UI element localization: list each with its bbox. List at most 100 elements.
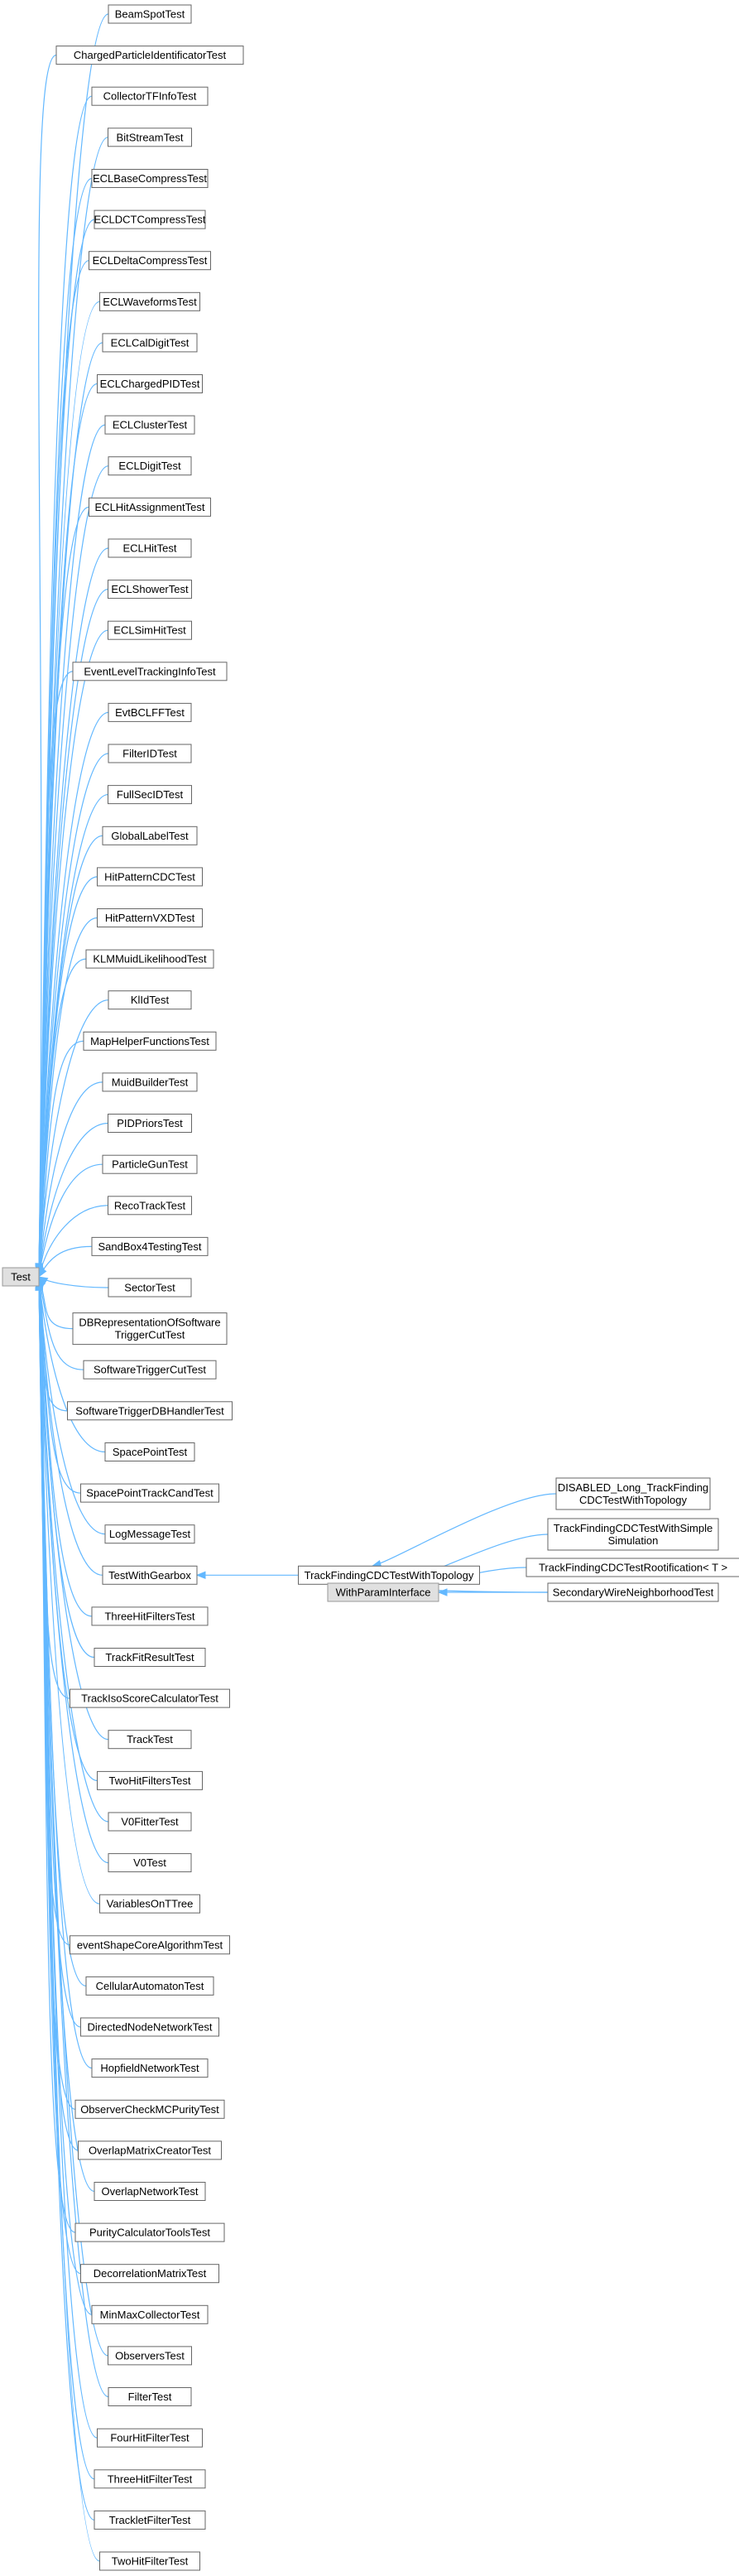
- class-node-map-helper-functions-test[interactable]: MapHelperFunctionsTest: [83, 1031, 217, 1051]
- class-node-log-message-test[interactable]: LogMessageTest: [104, 1524, 195, 1544]
- class-box[interactable]: [108, 785, 192, 805]
- class-box[interactable]: [80, 2264, 219, 2284]
- class-node-v0-fitter-test[interactable]: V0FitterTest: [108, 1812, 192, 1832]
- class-node-klmmuid-likelihood-test[interactable]: KLMMuidLikelihoodTest: [85, 949, 214, 969]
- class-box[interactable]: [85, 949, 214, 969]
- class-box[interactable]: [91, 2058, 209, 2078]
- class-box[interactable]: [99, 2551, 200, 2571]
- class-node-test-with-gearbox[interactable]: TestWithGearbox: [102, 1565, 198, 1585]
- class-box[interactable]: [72, 1312, 228, 1346]
- class-node-hopfield-network-test[interactable]: HopfieldNetworkTest: [91, 2058, 209, 2078]
- class-node-space-point-test[interactable]: SpacePointTest: [104, 1442, 195, 1461]
- class-box[interactable]: [547, 1518, 719, 1551]
- class-node-event-level-tracking-info-test[interactable]: EventLevelTrackingInfoTest: [72, 662, 228, 681]
- class-node-eclbase-compress-test[interactable]: ECLBaseCompressTest: [91, 169, 209, 188]
- class-box[interactable]: [91, 1606, 209, 1626]
- class-node-overlap-network-test[interactable]: OverlapNetworkTest: [94, 2182, 206, 2201]
- class-box[interactable]: [525, 1558, 739, 1577]
- class-node-software-trigger-cut-test[interactable]: SoftwareTriggerCutTest: [83, 1360, 217, 1379]
- class-node-software-trigger-dbhandler-test[interactable]: SoftwareTriggerDBHandlerTest: [67, 1401, 233, 1421]
- class-box[interactable]: [104, 415, 195, 435]
- class-box[interactable]: [55, 46, 244, 65]
- class-box[interactable]: [70, 1935, 230, 1955]
- class-box[interactable]: [108, 2346, 192, 2366]
- class-box[interactable]: [89, 251, 211, 271]
- class-box[interactable]: [91, 169, 209, 188]
- class-box[interactable]: [97, 908, 203, 927]
- class-box[interactable]: [91, 1236, 209, 1256]
- class-box[interactable]: [85, 1976, 214, 1996]
- class-node-hit-pattern-vxdtest[interactable]: HitPatternVXDTest: [97, 908, 203, 927]
- class-node-track-fit-result-test[interactable]: TrackFitResultTest: [94, 1648, 206, 1667]
- class-box[interactable]: [108, 538, 192, 558]
- class-box[interactable]: [104, 1524, 195, 1544]
- class-node-four-hit-filter-test[interactable]: FourHitFilterTest: [97, 2428, 203, 2448]
- class-node-ecldctcompress-test[interactable]: ECLDCTCompressTest: [94, 209, 206, 229]
- class-box[interactable]: [99, 291, 200, 311]
- class-box[interactable]: [2, 1267, 40, 1287]
- class-box[interactable]: [108, 1853, 192, 1873]
- class-node-observer-check-mcpurity-test[interactable]: ObserverCheckMCPurityTest: [74, 2099, 225, 2119]
- class-box[interactable]: [108, 580, 192, 599]
- class-node-sand-box4-testing-test[interactable]: SandBox4TestingTest: [91, 1236, 209, 1256]
- class-node-ecldigit-test[interactable]: ECLDigitTest: [108, 456, 192, 476]
- class-node-pidpriors-test[interactable]: PIDPriorsTest: [108, 1114, 192, 1133]
- class-node-event-shape-core-algorithm-test[interactable]: eventShapeCoreAlgorithmTest: [70, 1935, 230, 1955]
- class-node-ecldelta-compress-test[interactable]: ECLDeltaCompressTest: [89, 251, 211, 271]
- class-node-eclcluster-test[interactable]: ECLClusterTest: [104, 415, 195, 435]
- class-node-eclsim-hit-test[interactable]: ECLSimHitTest: [108, 620, 192, 640]
- class-node-min-max-collector-test[interactable]: MinMaxCollectorTest: [91, 2304, 209, 2324]
- class-node-sector-test[interactable]: SectorTest: [108, 1278, 192, 1298]
- class-node-muid-builder-test[interactable]: MuidBuilderTest: [102, 1072, 198, 1092]
- class-node-three-hit-filters-test[interactable]: ThreeHitFiltersTest: [91, 1606, 209, 1626]
- class-box[interactable]: [91, 2304, 209, 2324]
- class-box[interactable]: [108, 1812, 192, 1832]
- class-box[interactable]: [108, 128, 192, 147]
- class-box[interactable]: [67, 1401, 233, 1421]
- class-box[interactable]: [108, 4, 192, 24]
- class-box[interactable]: [555, 1477, 711, 1510]
- class-node-reco-track-test[interactable]: RecoTrackTest: [108, 1196, 192, 1216]
- class-box[interactable]: [80, 2017, 219, 2037]
- class-box[interactable]: [102, 1565, 198, 1585]
- class-node-filter-test[interactable]: FilterTest: [108, 2387, 192, 2406]
- class-box[interactable]: [83, 1360, 217, 1379]
- class-box[interactable]: [102, 333, 198, 353]
- class-node-particle-gun-test[interactable]: ParticleGunTest: [102, 1154, 198, 1174]
- class-node-track-finding-cdctest-rootification-t[interactable]: TrackFindingCDCTestRootification< T >: [525, 1558, 739, 1577]
- class-box[interactable]: [99, 1894, 200, 1914]
- class-box[interactable]: [89, 497, 211, 517]
- class-node-beam-spot-test[interactable]: BeamSpotTest: [108, 4, 192, 24]
- class-box[interactable]: [108, 2387, 192, 2406]
- class-box[interactable]: [108, 1730, 192, 1750]
- class-node-tracklet-filter-test[interactable]: TrackletFilterTest: [94, 2510, 206, 2530]
- class-node-full-sec-idtest[interactable]: FullSecIDTest: [108, 785, 192, 805]
- class-node-eclwaveforms-test[interactable]: ECLWaveformsTest: [99, 291, 200, 311]
- class-box[interactable]: [108, 1278, 192, 1298]
- class-node-three-hit-filter-test[interactable]: ThreeHitFilterTest: [94, 2469, 206, 2489]
- class-box[interactable]: [102, 1154, 198, 1174]
- class-node-variables-on-ttree[interactable]: VariablesOnTTree: [99, 1894, 200, 1914]
- class-box[interactable]: [108, 702, 192, 722]
- class-box[interactable]: [83, 1031, 217, 1051]
- class-box[interactable]: [108, 456, 192, 476]
- class-node-evt-bclfftest[interactable]: EvtBCLFFTest: [108, 702, 192, 722]
- class-node-eclhit-test[interactable]: ECLHitTest: [108, 538, 192, 558]
- class-box[interactable]: [94, 2182, 206, 2201]
- class-node-purity-calculator-tools-test[interactable]: PurityCalculatorToolsTest: [74, 2222, 225, 2242]
- class-box[interactable]: [104, 1442, 195, 1461]
- class-box[interactable]: [102, 826, 198, 845]
- class-node-v0-test[interactable]: V0Test: [108, 1853, 192, 1873]
- class-box[interactable]: [74, 2222, 225, 2242]
- class-box[interactable]: [74, 2099, 225, 2119]
- class-box[interactable]: [547, 1582, 719, 1602]
- class-box[interactable]: [91, 86, 209, 106]
- class-node-observers-test[interactable]: ObserversTest: [108, 2346, 192, 2366]
- class-node-with-param-interface[interactable]: WithParamInterface: [327, 1582, 439, 1602]
- class-node-directed-node-network-test[interactable]: DirectedNodeNetworkTest: [80, 2017, 219, 2037]
- class-box[interactable]: [94, 2469, 206, 2489]
- class-node-eclcharged-pidtest[interactable]: ECLChargedPIDTest: [97, 374, 203, 393]
- class-node-cellular-automaton-test[interactable]: CellularAutomatonTest: [85, 1976, 214, 1996]
